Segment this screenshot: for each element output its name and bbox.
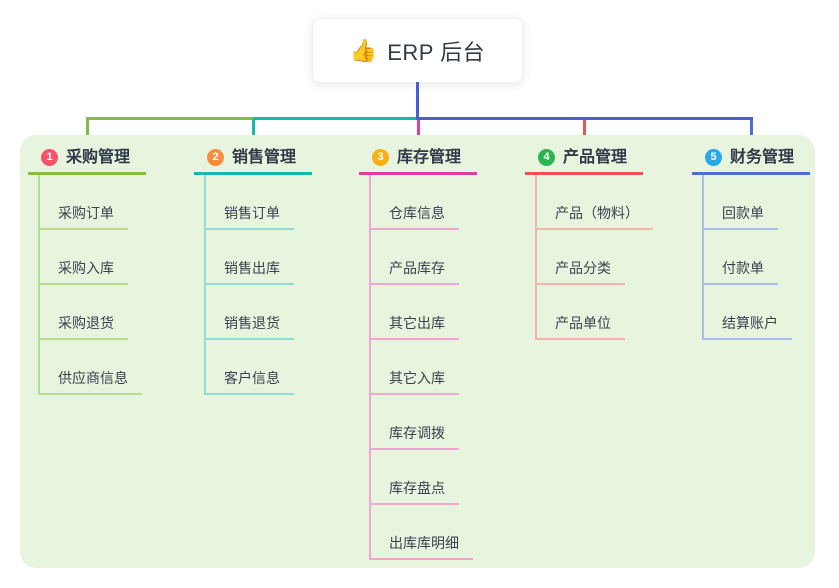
- tree-item[interactable]: 销售出库: [204, 230, 294, 285]
- tree-item-label: 结算账户: [702, 316, 792, 340]
- tree-item-label: 仓库信息: [369, 206, 459, 230]
- branch-child-line: [702, 175, 704, 340]
- tree-item[interactable]: 仓库信息: [369, 175, 459, 230]
- tree-item[interactable]: 其它出库: [369, 285, 459, 340]
- tree-item[interactable]: 其它入库: [369, 340, 459, 395]
- tree-item[interactable]: 采购入库: [38, 230, 128, 285]
- branch-children: 产品（物料） 产品分类 产品单位: [525, 175, 653, 340]
- tree-item[interactable]: 销售退货: [204, 285, 294, 340]
- tree-item-label: 采购订单: [38, 206, 128, 230]
- branch-children: 销售订单 销售出库 销售退货 客户信息: [194, 175, 312, 395]
- branches-panel: [20, 135, 815, 568]
- connector-drop: [85, 120, 89, 149]
- branch: 1 采购管理 采购订单 采购入库 采购退货 供应商信息: [28, 137, 146, 395]
- branch-label: 销售管理: [232, 149, 297, 166]
- tree-item-label: 付款单: [702, 261, 778, 285]
- tree-item[interactable]: 付款单: [702, 230, 778, 285]
- tree-item[interactable]: 产品（物料）: [535, 175, 653, 230]
- connector-drop: [416, 120, 420, 149]
- root-connector: [415, 82, 419, 120]
- tree-item[interactable]: 销售订单: [204, 175, 294, 230]
- root-label: ERP 后台: [387, 39, 486, 65]
- tree-item[interactable]: 产品库存: [369, 230, 459, 285]
- tree-item-label: 其它出库: [369, 316, 459, 340]
- tree-item-label: 产品分类: [535, 261, 625, 285]
- tree-item[interactable]: 库存盘点: [369, 450, 459, 505]
- tree-item-label: 回款单: [702, 206, 778, 230]
- branch-title[interactable]: 5 财务管理: [692, 137, 810, 175]
- branch-child-line: [38, 175, 40, 395]
- tree-item-label: 销售退货: [204, 316, 294, 340]
- branch-children: 采购订单 采购入库 采购退货 供应商信息: [28, 175, 146, 395]
- branch-child-line: [369, 175, 371, 560]
- tree-item-label: 产品库存: [369, 261, 459, 285]
- tree-item[interactable]: 产品单位: [535, 285, 625, 340]
- tree-item[interactable]: 供应商信息: [38, 340, 142, 395]
- tree-item-label: 产品单位: [535, 316, 625, 340]
- connector-rail-right: [418, 117, 753, 120]
- branch: 2 销售管理 销售订单 销售出库 销售退货 客户信息: [194, 137, 312, 395]
- tree-item[interactable]: 库存调拨: [369, 395, 459, 450]
- branch-child-line: [204, 175, 206, 395]
- branch-number-badge: 2: [207, 149, 224, 166]
- tree-item-label: 出库库明细: [369, 536, 473, 560]
- tree-item[interactable]: 结算账户: [702, 285, 792, 340]
- connector-rail-middle: [253, 117, 418, 120]
- thumbs-up-icon: 👍: [349, 37, 378, 63]
- branch-title[interactable]: 4 产品管理: [525, 137, 643, 175]
- connector-rail-left: [85, 117, 253, 120]
- tree-item-label: 库存盘点: [369, 481, 459, 505]
- tree-item[interactable]: 出库库明细: [369, 505, 473, 560]
- branch-label: 采购管理: [66, 149, 131, 166]
- connector-drop: [251, 120, 255, 149]
- tree-item-label: 采购入库: [38, 261, 128, 285]
- root-node[interactable]: 👍 ERP 后台: [312, 18, 523, 83]
- tree-item-label: 销售出库: [204, 261, 294, 285]
- tree-item-label: 库存调拨: [369, 426, 459, 450]
- branch-number-badge: 5: [705, 149, 722, 166]
- branch-label: 产品管理: [563, 149, 628, 166]
- branch-title[interactable]: 1 采购管理: [28, 137, 146, 175]
- tree-item-label: 销售订单: [204, 206, 294, 230]
- branch-number-badge: 1: [41, 149, 58, 166]
- branch-label: 财务管理: [730, 149, 795, 166]
- tree-item[interactable]: 采购订单: [38, 175, 128, 230]
- tree-item[interactable]: 客户信息: [204, 340, 294, 395]
- branch-children: 仓库信息 产品库存 其它出库 其它入库 库存调拨 库存盘点 出库库明细: [359, 175, 477, 560]
- tree-item[interactable]: 产品分类: [535, 230, 625, 285]
- branch-number-badge: 4: [538, 149, 555, 166]
- tree-item[interactable]: 采购退货: [38, 285, 128, 340]
- tree-item-label: 其它入库: [369, 371, 459, 395]
- branch-label: 库存管理: [397, 149, 462, 166]
- tree-item-label: 供应商信息: [38, 371, 142, 395]
- tree-item-label: 客户信息: [204, 371, 294, 395]
- branch-title[interactable]: 3 库存管理: [359, 137, 477, 175]
- branch-children: 回款单 付款单 结算账户: [692, 175, 810, 340]
- tree-item-label: 产品（物料）: [535, 206, 653, 230]
- tree-item-label: 采购退货: [38, 316, 128, 340]
- branch: 3 库存管理 仓库信息 产品库存 其它出库 其它入库 库存调拨 库存盘点 出库库…: [359, 137, 477, 560]
- connector-drop: [582, 120, 586, 149]
- branch: 4 产品管理 产品（物料） 产品分类 产品单位: [525, 137, 653, 340]
- tree-item[interactable]: 回款单: [702, 175, 778, 230]
- branch: 5 财务管理 回款单 付款单 结算账户: [692, 137, 810, 340]
- connector-drop: [749, 120, 753, 149]
- branch-child-line: [535, 175, 537, 340]
- branch-title[interactable]: 2 销售管理: [194, 137, 312, 175]
- branch-number-badge: 3: [372, 149, 389, 166]
